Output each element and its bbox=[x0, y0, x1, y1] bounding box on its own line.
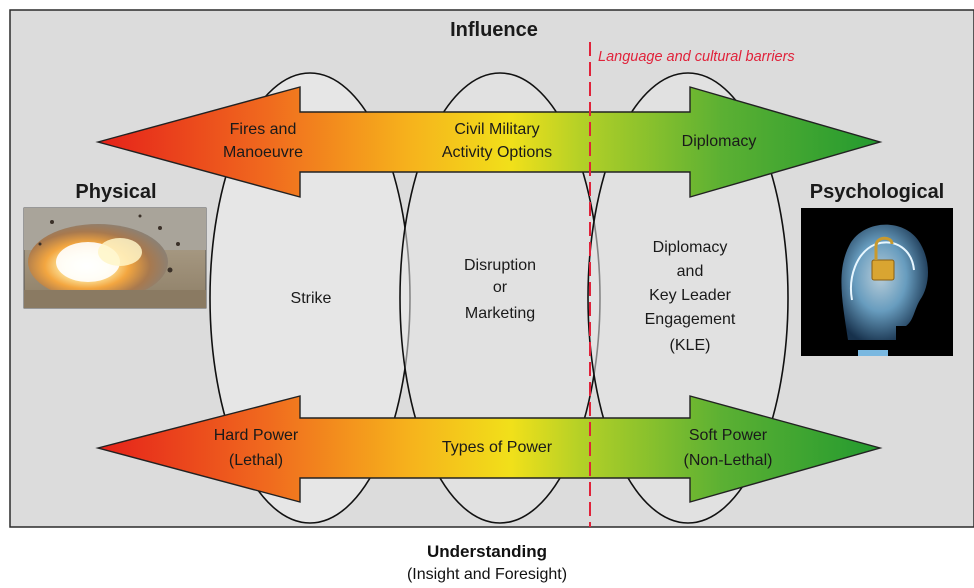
top-arrow-right-text: Diplomacy bbox=[682, 133, 757, 150]
strike-text: Strike bbox=[291, 290, 332, 307]
key-leader-line: Key Leader bbox=[649, 287, 732, 304]
soft-power-line: Soft Power bbox=[689, 427, 768, 444]
and-line: and bbox=[677, 263, 704, 280]
understanding-label: Understanding bbox=[427, 542, 547, 561]
lethal-line: (Lethal) bbox=[229, 452, 283, 469]
influence-title: Influence bbox=[450, 19, 538, 41]
non-lethal-line: (Non-Lethal) bbox=[684, 452, 773, 469]
fires-line: Fires and bbox=[230, 121, 297, 138]
influence-diagram: Influence Language and cultural barriers… bbox=[9, 9, 974, 528]
engagement-line: Engagement bbox=[645, 311, 736, 328]
physical-label: Physical bbox=[75, 181, 156, 203]
marketing-line: Marketing bbox=[465, 305, 535, 322]
right-column-text: Diplomacy and Key Leader Engagement (KLE… bbox=[645, 239, 736, 354]
xray-head-image bbox=[801, 208, 953, 356]
psychological-label: Psychological bbox=[810, 181, 945, 203]
top-arrow-left-text: Fires and Manoeuvre bbox=[223, 121, 303, 161]
explosion-image bbox=[23, 207, 207, 309]
diplomacy-line: Diplomacy bbox=[653, 239, 728, 256]
center-column-text: Disruption or Marketing bbox=[464, 257, 536, 322]
insight-foresight-label: (Insight and Foresight) bbox=[406, 566, 568, 583]
bottom-double-arrow bbox=[95, 395, 883, 503]
top-arrow-center-text: Civil Military Activity Options bbox=[442, 121, 552, 161]
disruption-line: Disruption bbox=[464, 257, 536, 274]
activity-options-line: Activity Options bbox=[442, 144, 552, 161]
top-double-arrow bbox=[95, 86, 883, 198]
manoeuvre-line: Manoeuvre bbox=[223, 144, 303, 161]
or-line: or bbox=[493, 279, 508, 296]
civil-military-line: Civil Military bbox=[454, 121, 539, 138]
hard-power-line: Hard Power bbox=[214, 427, 299, 444]
barrier-label: Language and cultural barriers bbox=[598, 49, 795, 65]
kle-line: (KLE) bbox=[670, 337, 711, 354]
bottom-arrow-left-text: Hard Power (Lethal) bbox=[214, 427, 299, 469]
types-of-power-text: Types of Power bbox=[442, 439, 553, 456]
bottom-arrow-right-text: Soft Power (Non-Lethal) bbox=[684, 427, 773, 469]
